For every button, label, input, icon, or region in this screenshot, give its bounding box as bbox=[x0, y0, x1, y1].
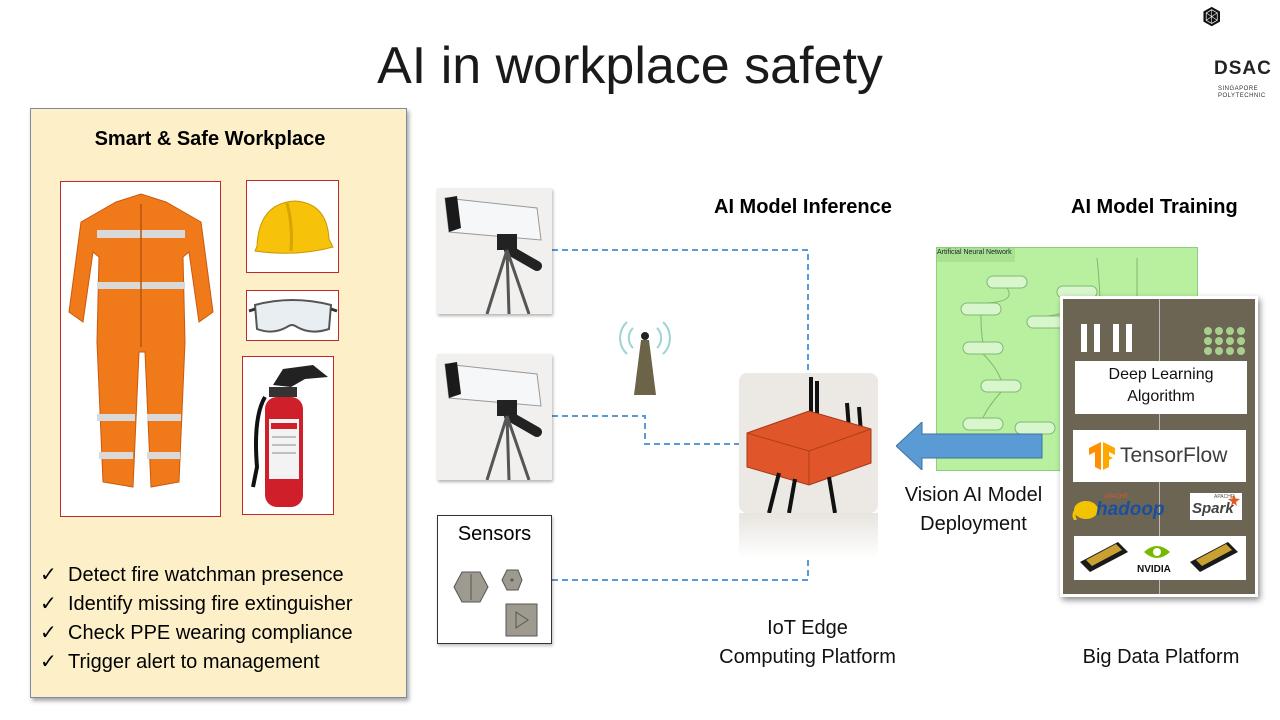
tensorflow-label: TensorFlow bbox=[1120, 444, 1228, 467]
list-item: ✓Check PPE wearing compliance bbox=[40, 619, 353, 648]
sensors-title: Sensors bbox=[457, 523, 532, 545]
nvidia-label: NVIDIA bbox=[1137, 564, 1171, 575]
tensorflow-card bbox=[1073, 430, 1246, 482]
server-rack-icon bbox=[1081, 324, 1132, 352]
gpu-card-icon bbox=[1190, 542, 1238, 572]
checkmark-icon: ✓ bbox=[40, 564, 57, 586]
spark-logo: APACHE Spark bbox=[1192, 494, 1242, 520]
panel-title: Smart & Safe Workplace bbox=[94, 128, 326, 150]
deployment-arrow-icon bbox=[896, 422, 1043, 470]
edge-device-image bbox=[739, 373, 878, 514]
checkmark-icon: ✓ bbox=[40, 622, 57, 644]
iot-edge-label: IoT Edge Computing Platform bbox=[719, 617, 896, 668]
nvidia-eye-icon bbox=[1144, 546, 1170, 558]
sensor-icons bbox=[453, 569, 538, 637]
camera-image bbox=[437, 354, 552, 481]
hardhat-image bbox=[246, 180, 339, 273]
tensorflow-logo-icon bbox=[1089, 442, 1115, 470]
checkmark-icon: ✓ bbox=[40, 593, 57, 615]
training-heading: AI Model Training bbox=[1071, 196, 1238, 218]
fire-extinguisher-image bbox=[242, 356, 334, 515]
hadoop-elephant-icon bbox=[1072, 501, 1098, 520]
deployment-label: Vision AI Model Deployment bbox=[904, 484, 1043, 535]
camera-image bbox=[437, 188, 552, 315]
edge-device-reflection bbox=[739, 513, 878, 558]
logo-name: DSAC bbox=[1214, 58, 1272, 79]
coverall-image bbox=[60, 181, 221, 517]
checkmark-icon: ✓ bbox=[40, 651, 57, 673]
hadoop-logo: APACHE hadoop bbox=[1072, 494, 1178, 524]
dots-grid-icon bbox=[1204, 327, 1245, 355]
wireless-tower-icon bbox=[619, 321, 671, 395]
list-item: ✓Identify missing fire extinguisher bbox=[40, 590, 353, 619]
deep-learning-label: Deep Learning Algorithm bbox=[1108, 366, 1214, 405]
inference-heading: AI Model Inference bbox=[714, 196, 892, 218]
dsac-logo-icon bbox=[1203, 6, 1220, 27]
nn-title: Artificial Neural Network bbox=[937, 249, 1012, 256]
deep-learning-card bbox=[1075, 361, 1247, 414]
spark-star-icon bbox=[1228, 494, 1240, 506]
logo-subtitle: SINGAPORE POLYTECHNIC bbox=[1218, 86, 1266, 99]
page-title: AI in workplace safety bbox=[377, 37, 883, 95]
list-item: ✓Trigger alert to management bbox=[40, 648, 353, 677]
goggles-image bbox=[246, 290, 339, 341]
list-item: ✓Detect fire watchman presence bbox=[40, 561, 353, 590]
gpu-card-icon bbox=[1080, 542, 1128, 572]
big-data-label: Big Data Platform bbox=[1082, 646, 1240, 668]
safety-checklist: ✓Detect fire watchman presence ✓Identify… bbox=[40, 561, 353, 677]
